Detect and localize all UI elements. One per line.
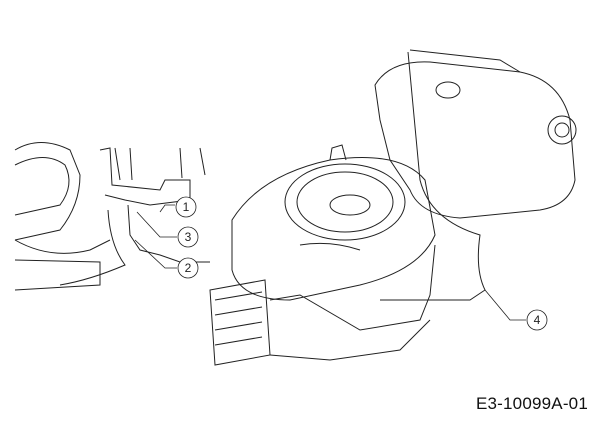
callout-1: 1 <box>159 196 197 218</box>
svg-text:2: 2 <box>185 261 192 275</box>
svg-text:3: 3 <box>185 230 192 244</box>
callout-3: 3 <box>136 211 199 248</box>
callout-2: 2 <box>134 239 199 279</box>
diagram-reference-code: E3-10099A-01 <box>475 394 588 413</box>
svg-text:1: 1 <box>183 200 190 214</box>
engine-detail-left <box>14 142 210 291</box>
fuel-tank <box>374 49 577 301</box>
engine-main <box>209 144 436 366</box>
callout-4: 4 <box>484 289 548 331</box>
svg-text:4: 4 <box>534 313 541 327</box>
